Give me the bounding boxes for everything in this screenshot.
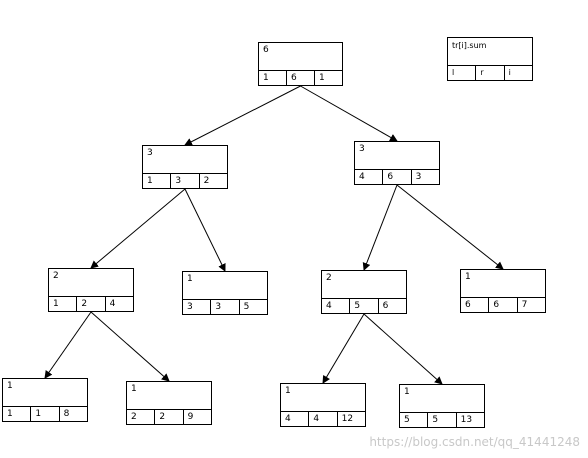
edge-2-4 (90, 188, 186, 269)
node-right: 3 (171, 174, 200, 188)
legend-cell-l: l (448, 66, 477, 80)
node-left: 5 (400, 413, 429, 427)
node-index: 1 (319, 73, 325, 83)
node-index: 2 (203, 176, 210, 186)
node-sum: 6 (263, 45, 269, 55)
node-index: 5 (243, 302, 250, 312)
node-left: 3 (183, 300, 212, 314)
node-sum: 3 (147, 148, 153, 158)
node-left: 4 (355, 170, 384, 184)
legend-box: tr[i].sum l r i (447, 37, 533, 81)
edge-3-7 (396, 184, 504, 270)
node-index: 13 (460, 415, 473, 425)
node-left: 1 (259, 71, 287, 85)
node-left: 1 (3, 407, 32, 421)
edge-4-8 (44, 311, 92, 379)
node-sum: 1 (187, 274, 193, 284)
edge-3-6 (362, 184, 398, 271)
node-sum: 1 (404, 387, 410, 397)
edge-6-13 (363, 313, 443, 385)
node-left: 4 (322, 299, 351, 313)
legend-cell-r: r (476, 66, 505, 80)
edge-4-9 (90, 311, 170, 382)
node-index: 4 (109, 299, 116, 309)
node-left: 4 (281, 412, 310, 426)
watermark-text: https://blog.csdn.net/qq_41441248 (369, 435, 580, 449)
edge-1-2 (184, 85, 301, 146)
node-sum: 1 (285, 386, 291, 396)
node-right: 6 (489, 298, 518, 312)
node-index: 9 (187, 412, 194, 422)
node-right: 6 (383, 170, 412, 184)
node-left: 6 (461, 298, 490, 312)
node-sum: 2 (53, 271, 59, 281)
node-sum: 3 (359, 144, 365, 154)
edge-1-3 (300, 85, 398, 142)
node-right: 4 (309, 412, 338, 426)
node-right: 5 (428, 413, 457, 427)
node-index: 12 (341, 414, 354, 424)
node-left: 2 (127, 410, 156, 424)
node-right: 6 (287, 71, 315, 85)
node-right: 3 (211, 300, 240, 314)
edge-6-12 (322, 313, 365, 384)
node-index: 6 (382, 301, 389, 311)
edge-2-5 (184, 188, 226, 272)
node-left: 1 (143, 174, 172, 188)
legend-cell-i: i (508, 68, 511, 77)
node-index: 3 (415, 172, 422, 182)
node-left: 1 (49, 297, 78, 311)
node-sum: 2 (326, 273, 332, 283)
node-sum: 1 (131, 384, 137, 394)
node-right: 5 (350, 299, 379, 313)
node-sum: 1 (465, 272, 471, 282)
legend-row: l r i (448, 65, 532, 80)
node-sum: 1 (7, 381, 13, 391)
node-right: 2 (155, 410, 184, 424)
legend-header: tr[i].sum (452, 41, 487, 50)
node-index: 7 (521, 300, 528, 310)
node-right: 1 (31, 407, 60, 421)
node-index: 8 (63, 409, 70, 419)
node-right: 2 (77, 297, 106, 311)
